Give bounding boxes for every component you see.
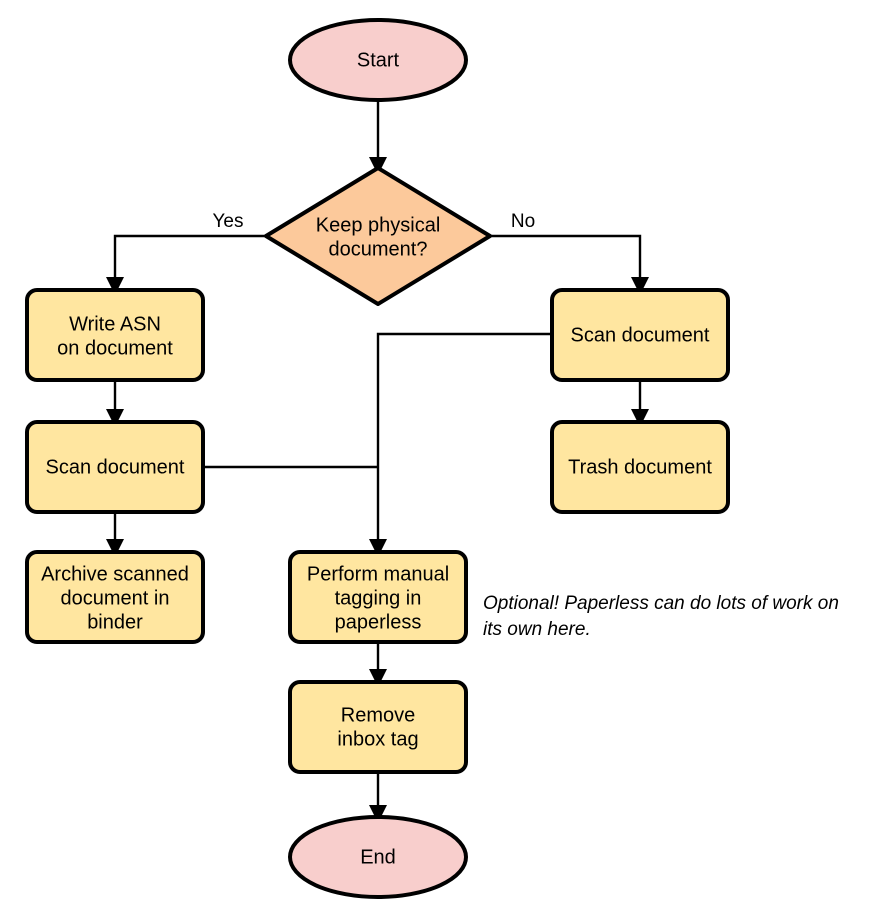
write-asn-label-line1: Write ASN bbox=[69, 313, 161, 335]
node-scan-document-left[interactable]: Scan document bbox=[25, 420, 205, 514]
arrowhead-tagging-to-remove-inbox bbox=[369, 669, 387, 687]
node-archive-binder[interactable]: Archive scanned document in binder bbox=[25, 550, 205, 644]
remove-inbox-tag-label-line1: Remove bbox=[341, 704, 415, 726]
arrowhead-scan-left-to-archive bbox=[106, 539, 124, 557]
annotation-optional-note: Optional! Paperless can do lots of work … bbox=[483, 593, 839, 640]
remove-inbox-tag-label-line2: inbox tag bbox=[337, 728, 418, 750]
annotation-line1: Optional! Paperless can do lots of work … bbox=[483, 593, 839, 614]
remove-inbox-tag-box-shape bbox=[288, 680, 468, 774]
node-layer: Start Keep physical document? Write ASN … bbox=[25, 18, 730, 899]
scan-document-right-label: Scan document bbox=[571, 324, 710, 346]
edge-scan-right-to-merge bbox=[376, 332, 552, 546]
node-trash-document[interactable]: Trash document bbox=[550, 420, 730, 514]
start-ellipse-shape bbox=[288, 18, 468, 102]
node-write-asn[interactable]: Write ASN on document bbox=[25, 288, 205, 382]
edge-decision-to-scan-right bbox=[490, 234, 642, 284]
manual-tagging-label-line3: paperless bbox=[335, 611, 422, 633]
trash-document-label: Trash document bbox=[568, 456, 712, 478]
decision-label-line2: document? bbox=[329, 238, 428, 260]
trash-document-box-shape bbox=[550, 420, 730, 514]
node-scan-document-right[interactable]: Scan document bbox=[550, 288, 730, 382]
archive-binder-label-line3: binder bbox=[87, 611, 143, 633]
edge-layer bbox=[106, 100, 649, 823]
arrowhead-decision-to-scan-right bbox=[631, 277, 649, 295]
archive-binder-label-line2: document in bbox=[61, 587, 170, 609]
node-decision-keep-physical[interactable]: Keep physical document? bbox=[264, 166, 492, 306]
edge-label-layer: Yes No bbox=[213, 211, 536, 232]
node-remove-inbox-tag[interactable]: Remove inbox tag bbox=[288, 680, 468, 774]
decision-diamond-shape bbox=[264, 166, 492, 306]
scan-document-right-box-shape bbox=[550, 288, 730, 382]
annotation-line2: its own here. bbox=[483, 619, 591, 640]
manual-tagging-label-line1: Perform manual bbox=[307, 563, 449, 585]
arrowhead-scan-right-to-trash bbox=[631, 409, 649, 427]
archive-binder-label-line1: Archive scanned bbox=[41, 563, 189, 585]
arrowhead-decision-to-write-asn bbox=[106, 277, 124, 295]
start-label: Start bbox=[357, 49, 400, 71]
node-end[interactable]: End bbox=[288, 815, 468, 899]
decision-label-line1: Keep physical bbox=[316, 214, 441, 236]
write-asn-label-line2: on document bbox=[57, 337, 173, 359]
scan-document-left-box-shape bbox=[25, 420, 205, 514]
node-start[interactable]: Start bbox=[288, 18, 468, 102]
write-asn-box-shape bbox=[25, 288, 205, 382]
arrowhead-remove-inbox-to-end bbox=[369, 805, 387, 823]
edge-label-yes: Yes bbox=[213, 211, 244, 232]
scan-document-left-label: Scan document bbox=[46, 456, 185, 478]
end-ellipse-shape bbox=[288, 815, 468, 899]
manual-tagging-label-line2: tagging in bbox=[335, 587, 422, 609]
edge-decision-to-write-asn bbox=[113, 234, 266, 284]
arrowhead-merge-to-tagging bbox=[369, 539, 387, 557]
end-label: End bbox=[360, 846, 396, 868]
archive-binder-box-shape bbox=[25, 550, 205, 644]
manual-tagging-box-shape bbox=[288, 550, 468, 644]
edge-label-no: No bbox=[511, 211, 535, 232]
arrowhead-write-asn-to-scan-left bbox=[106, 409, 124, 427]
node-manual-tagging[interactable]: Perform manual tagging in paperless bbox=[288, 550, 468, 644]
